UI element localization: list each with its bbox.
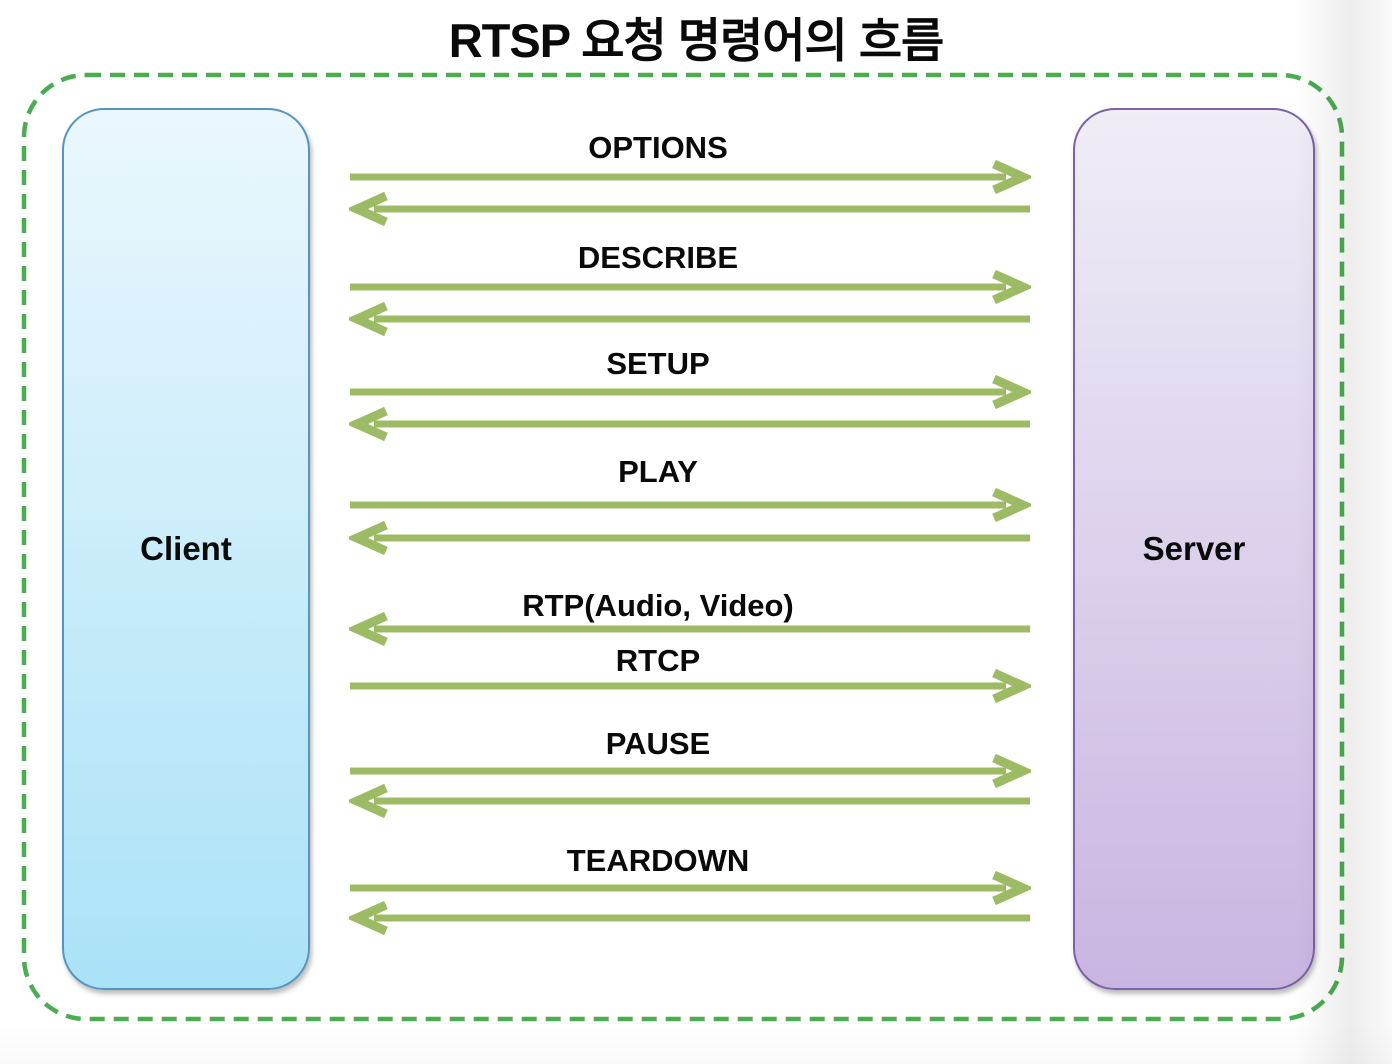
arrow-right-icon [349,753,1031,789]
message-label: SETUP [606,346,710,381]
message-label: PLAY [618,454,698,489]
arrow-left-icon [349,783,1031,819]
arrow-left-icon [349,611,1031,647]
message-label: RTCP [615,643,701,678]
arrow-left-icon [349,406,1031,442]
client-node: Client [62,108,310,990]
message-label: RTP(Audio, Video) [522,588,794,623]
arrow-right-icon [349,487,1031,523]
arrow-right-icon [349,269,1031,305]
arrow-left-icon [349,301,1031,337]
arrow-left-icon [349,520,1031,556]
diagram-title: RTSP 요청 명령어의 흐름 [448,14,945,67]
server-label: Server [1142,530,1246,567]
client-label: Client [140,530,232,567]
arrow-left-icon [349,191,1031,227]
server-node: Server [1073,108,1315,990]
arrow-right-icon [349,374,1031,410]
message-label: DESCRIBE [577,240,739,275]
message-label: TEARDOWN [566,843,750,878]
message-label: OPTIONS [588,130,728,165]
arrow-right-icon [349,870,1031,906]
arrow-left-icon [349,900,1031,936]
arrow-right-icon [349,668,1031,704]
arrow-right-icon [349,159,1031,195]
message-label: PAUSE [605,726,711,761]
